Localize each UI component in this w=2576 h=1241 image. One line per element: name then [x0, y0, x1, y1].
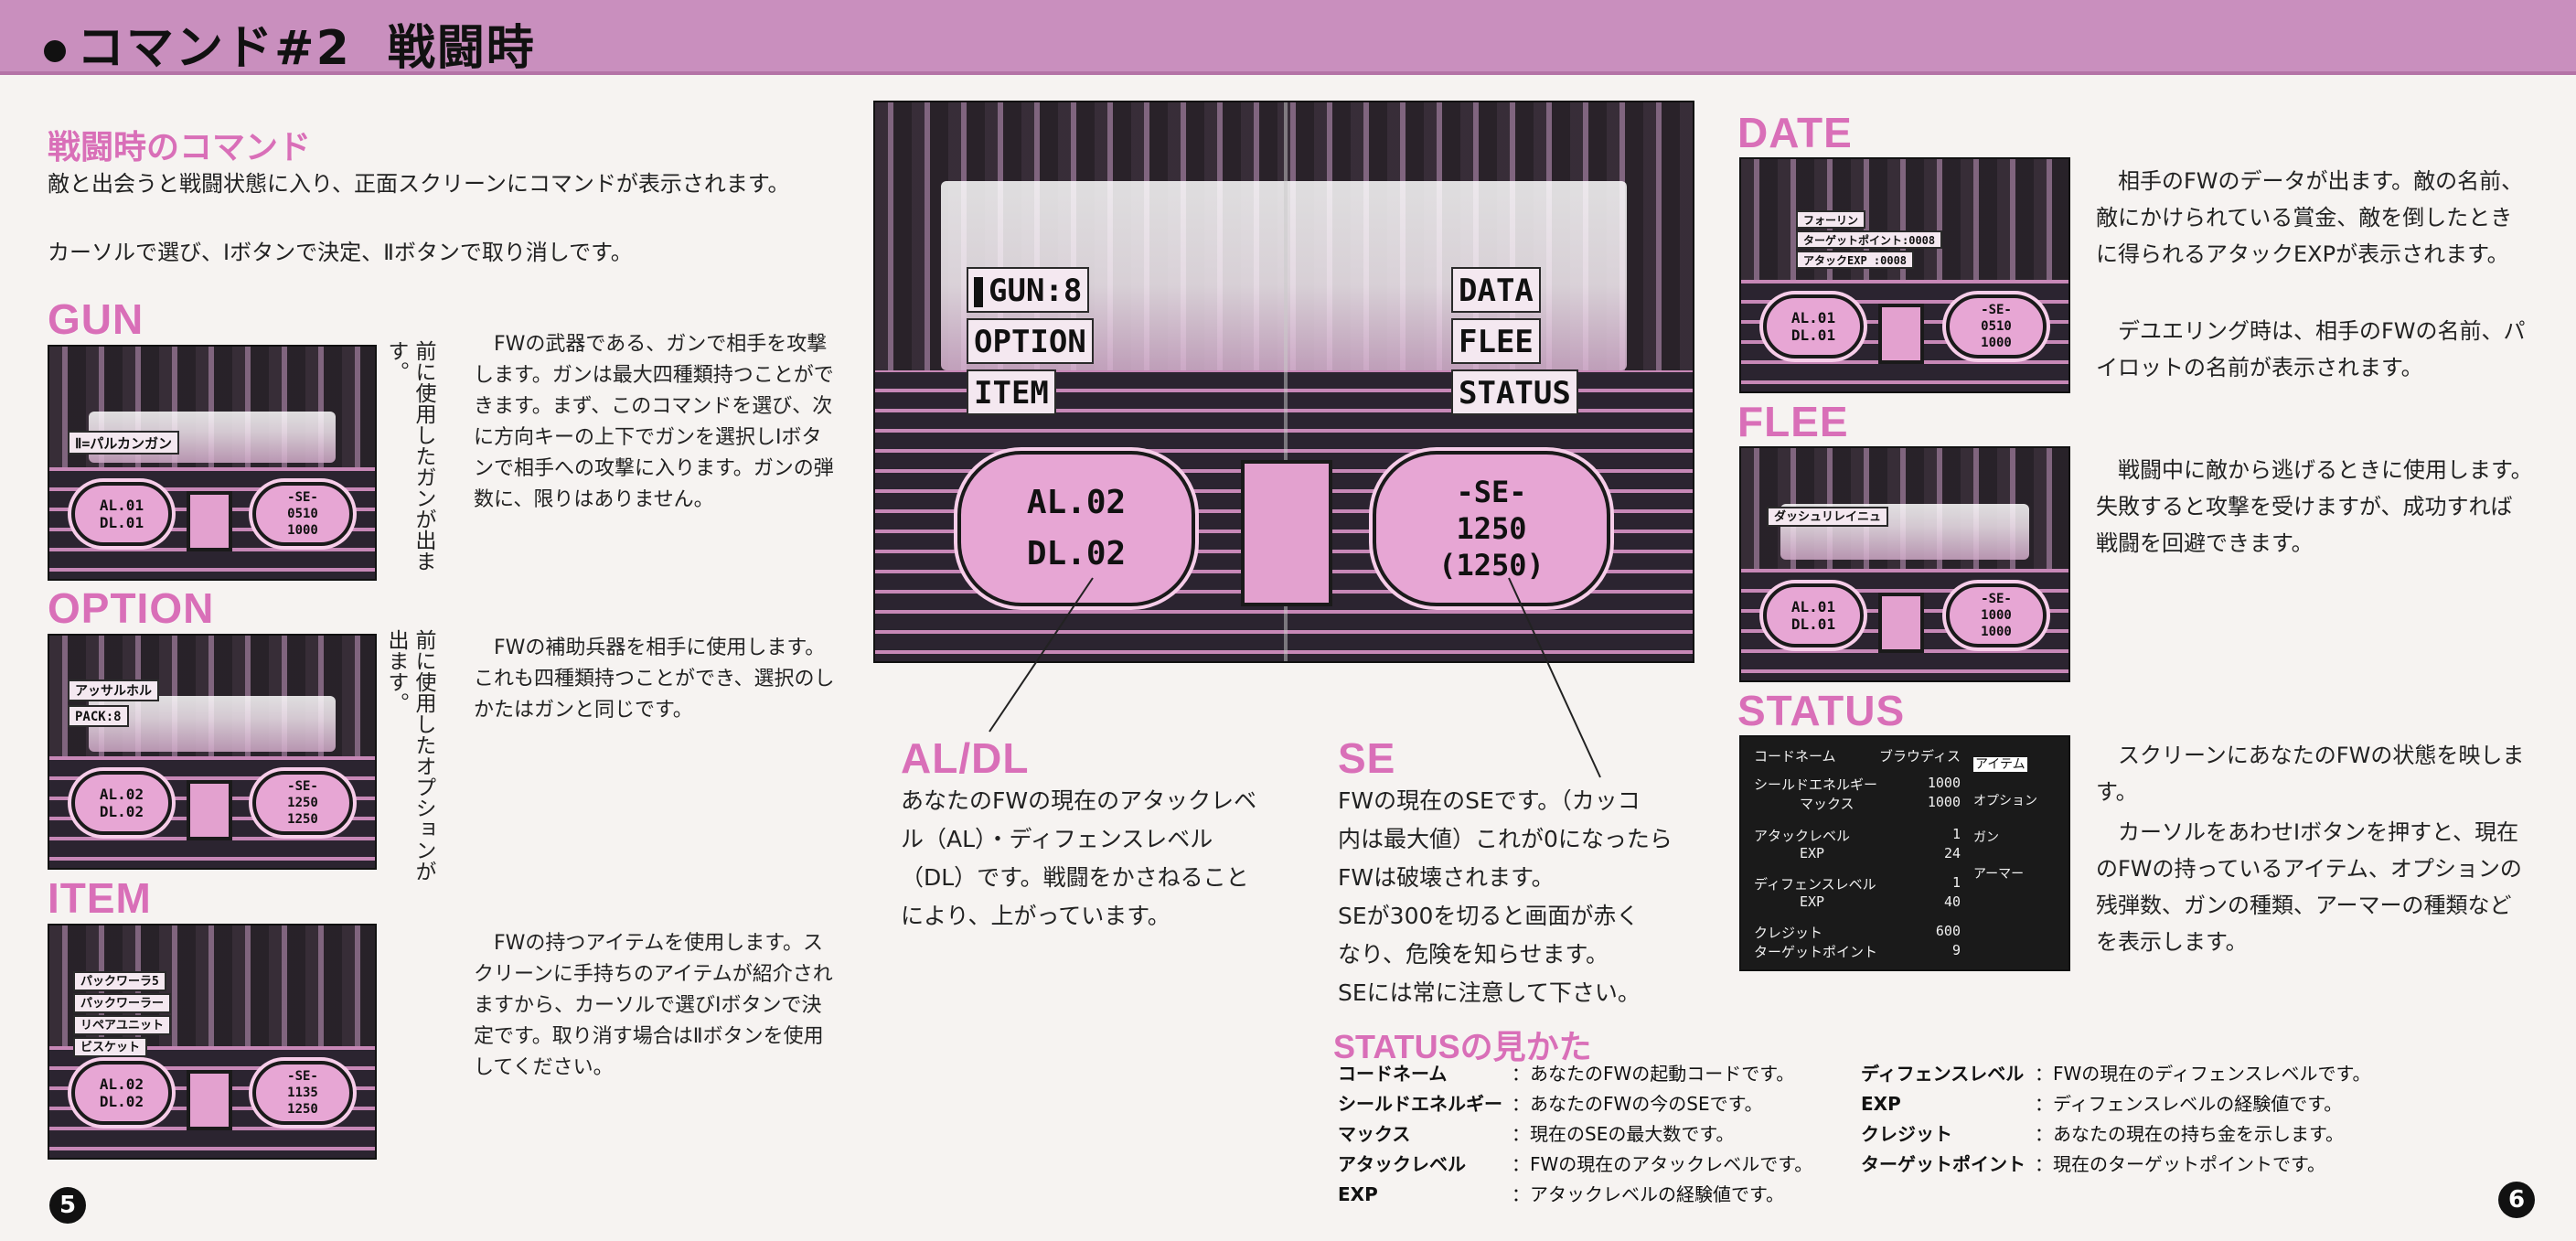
gun-vertical-note: 前に使用したガンが出ます。 [384, 340, 435, 572]
se-description: FWの現在のSEです。（カッコ 内は最大値）これが0になったら FWは破壊されま… [1338, 787, 1673, 1006]
status-menu-gun[interactable]: ガン [1973, 830, 1999, 845]
page-title-text: コマンド#2 [77, 21, 351, 76]
flee-description: 戦闘中に敵から逃げるときに使用します。失敗すると攻撃を受けますが、成功すれば戦闘… [2096, 457, 2533, 556]
status-code-label: コードネーム [1754, 748, 1836, 765]
option-heading: OPTION [48, 584, 215, 632]
date-description-2: デユエリング時は、相手のFWの名前、パイロットの名前が表示されます。 [2096, 318, 2526, 380]
status-description-1: スクリーンにあなたのFWの状態を映します。 [2096, 743, 2525, 805]
status-menu-armor[interactable]: アーマー [1973, 867, 2025, 882]
se-heading: SE [1338, 734, 1396, 782]
flee-heading: FLEE [1737, 398, 1849, 445]
intro-line1: 敵と出会うと戦闘状態に入り、正面スクリーンにコマンドが表示されます。 [48, 171, 790, 197]
gun-description: FWの武器である、ガンで相手を攻撃します。ガンは最大四種類持つことができます。ま… [474, 333, 834, 511]
date-screen-label-2: ターゲットポイント:0008 [1796, 230, 1943, 249]
gun-screen-label: Ⅱ=パルカンガン [68, 431, 179, 455]
main-battle-screen: GUN:8 OPTION ITEM DATA FLEE STATUS AL.02… [873, 101, 1694, 663]
flee-screen-label: ダッシュリレイニュ [1767, 507, 1889, 527]
main-menu-gun[interactable]: GUN:8 [967, 267, 1090, 313]
status-legend-left: コードネーム：あなたのFWの起動コードです。 シールドエネルギー：あなたのFWの… [1338, 1063, 1813, 1205]
item-screen-label-2: パックワーラー [73, 993, 172, 1013]
status-description-2: カーソルをあわせⅠボタンを押すと、現在のFWの持っているアイテム、オプションの残… [2096, 819, 2522, 955]
status-code-value: ブラウディス [1879, 748, 1961, 765]
date-heading: DATE [1737, 109, 1853, 156]
header-band [0, 0, 2576, 75]
page-number-right: 6 [2498, 1182, 2535, 1218]
bullet-icon [44, 40, 66, 62]
aldl-description: あなたのFWの現在のアタックレベル（AL）・ディフェンスレベル（DL）です。戦闘… [901, 787, 1257, 929]
main-gauge-se: -SE-1250(1250) [1373, 451, 1610, 606]
item-description: FWの持つアイテムを使用します。スクリーンに手持ちのアイテムが紹介されますから、… [474, 932, 833, 1079]
gun-heading: GUN [48, 295, 144, 343]
page-number-left: 5 [49, 1187, 86, 1224]
main-menu-data[interactable]: DATA [1451, 267, 1541, 313]
item-heading: ITEM [48, 874, 152, 922]
option-screen-label-2: PACK:8 [68, 705, 129, 727]
item-screen-label-3: リペアユニット [73, 1015, 172, 1035]
option-description: FWの補助兵器を相手に使用します。これも四種類持つことができ、選択のしかたはガン… [474, 637, 835, 722]
item-screen-label-1: パックワーラ5 [73, 971, 166, 991]
date-screen-label-3: アタックEXP :0008 [1796, 251, 1915, 269]
item-screen-label-4: ビスケット [73, 1037, 148, 1057]
main-menu-option[interactable]: OPTION [967, 318, 1094, 364]
status-menu-option[interactable]: オプション [1973, 794, 2037, 808]
status-heading: STATUS [1737, 687, 1906, 734]
intro-heading: 戦闘時のコマンド [48, 128, 312, 166]
status-legend-heading: STATUSの見かた [1333, 1028, 1592, 1065]
main-menu-flee[interactable]: FLEE [1451, 318, 1541, 364]
date-description-1: 相手のFWのデータが出ます。敵の名前、敵にかけられている賞金、敵を倒したときに得… [2096, 168, 2524, 267]
aldl-heading: AL/DL [901, 734, 1030, 782]
date-screen-label-1: フォーリン [1796, 210, 1866, 229]
page-title: コマンド#2 戦闘時 [44, 9, 536, 78]
main-menu-item[interactable]: ITEM [967, 369, 1056, 415]
date-screenshot: フォーリン ターゲットポイント:0008 アタックEXP :0008 AL.01… [1739, 157, 2070, 393]
option-screen-label-1: アッサルホル [68, 679, 159, 701]
status-legend-right: ディフェンスレベル：FWの現在のディフェンスレベルです。 EXP：ディフェンスレ… [1861, 1063, 2371, 1175]
status-menu-item[interactable]: アイテム [1973, 757, 2027, 772]
page-subtitle: 戦闘時 [387, 21, 536, 76]
intro-line2: カーソルで選び、Ⅰボタンで決定、Ⅱボタンで取り消しです。 [48, 240, 633, 265]
option-vertical-note: 前に使用したオプションが出ます。 [384, 629, 435, 882]
main-menu-status[interactable]: STATUS [1451, 369, 1578, 415]
